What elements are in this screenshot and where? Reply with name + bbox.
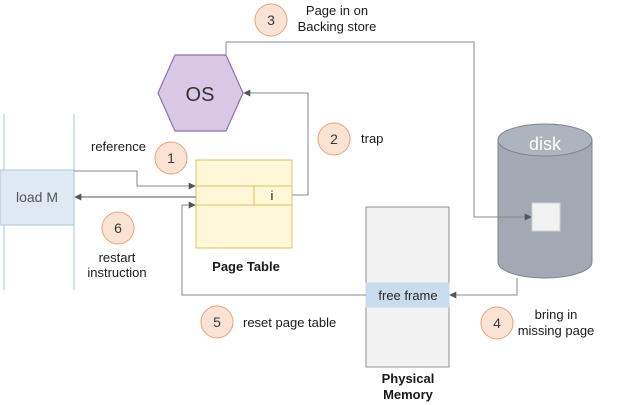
step-number: 2 xyxy=(330,131,338,147)
step-2: 2 xyxy=(317,122,351,156)
step-2-label: trap xyxy=(361,131,383,146)
physical-memory-label-line1: Physical xyxy=(382,371,435,386)
disk-label: disk xyxy=(529,134,562,154)
step-circle xyxy=(317,122,351,156)
step-circle xyxy=(200,305,234,339)
step-6: 6 xyxy=(101,211,135,245)
step-4: 4 xyxy=(480,306,514,340)
page-table-invalid-bit: i xyxy=(271,188,274,203)
page-table-entry-row xyxy=(195,185,293,206)
load-m-box xyxy=(0,169,75,226)
step-4-label-line2: missing page xyxy=(518,323,595,338)
disk-page-block xyxy=(531,202,561,232)
step-number: 5 xyxy=(213,314,221,330)
arrow-bring-in xyxy=(449,278,518,299)
step-5-label: reset page table xyxy=(243,315,336,330)
step-6-label-line1: restart xyxy=(99,250,136,265)
arrow-reference xyxy=(74,170,196,190)
step-number: 1 xyxy=(167,150,175,166)
arrow-reset-page-table xyxy=(181,201,366,296)
step-circle xyxy=(154,141,188,175)
step-circle xyxy=(101,211,135,245)
step-1-label: reference xyxy=(91,139,146,154)
arrow-page-in xyxy=(225,41,532,221)
step-4-label-line1: bring in xyxy=(535,307,578,322)
os-label: OS xyxy=(186,84,215,106)
free-frame-label: free frame xyxy=(378,288,437,303)
step-3-label-line2: Backing store xyxy=(298,19,377,34)
step-3: 3 xyxy=(254,3,288,37)
page-table-label: Page Table xyxy=(212,259,280,274)
load-m-label: load M xyxy=(16,189,58,205)
step-1: 1 xyxy=(154,141,188,175)
step-5: 5 xyxy=(200,305,234,339)
physical-memory-label-line2: Memory xyxy=(383,387,434,402)
arrow-trap xyxy=(243,89,309,196)
step-3-label-line1: Page in on xyxy=(306,3,368,18)
step-circle xyxy=(254,3,288,37)
step-6-label-line2: instruction xyxy=(87,265,146,280)
step-number: 3 xyxy=(267,12,275,28)
step-circle xyxy=(480,306,514,340)
step-number: 4 xyxy=(493,315,501,331)
step-number: 6 xyxy=(114,220,122,236)
disk-top xyxy=(497,123,593,157)
